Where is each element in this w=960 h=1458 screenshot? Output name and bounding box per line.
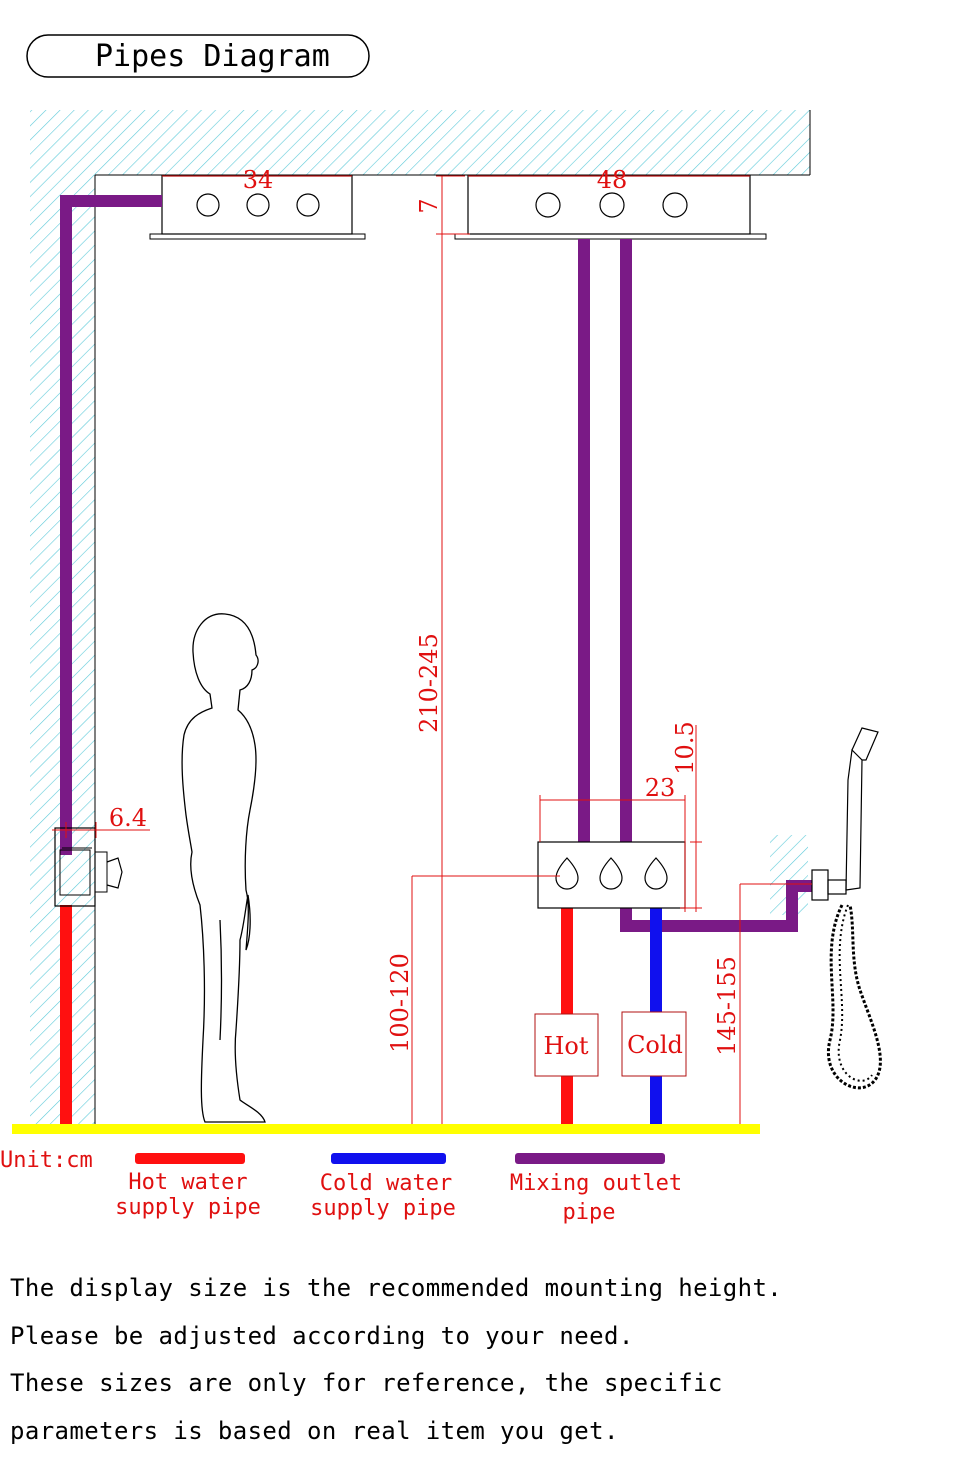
legend-hot-line2: supply pipe xyxy=(115,1195,261,1220)
dim-valve-offset: 6.4 xyxy=(109,804,147,832)
legend-hot-line1: Hot water xyxy=(128,1170,247,1195)
hot-label: Hot xyxy=(543,1032,588,1060)
floor-line xyxy=(12,1124,760,1134)
dim-box-depth: 10.5 xyxy=(671,721,699,774)
note-line: Please be adjusted according to your nee… xyxy=(10,1316,955,1364)
legend-hot: Hot water supply pipe xyxy=(115,1153,261,1220)
dim-ceiling-gap: 7 xyxy=(415,198,443,213)
diagram-title: Pipes Diagram xyxy=(95,39,330,74)
cold-label: Cold xyxy=(627,1031,683,1059)
notes: The display size is the recommended moun… xyxy=(10,1268,955,1458)
mixing-pipes xyxy=(60,195,812,932)
wall-structure xyxy=(30,110,810,1125)
title-box: Pipes Diagram xyxy=(27,35,369,77)
note-line: The display size is the recommended moun… xyxy=(10,1268,955,1316)
hand-shower xyxy=(812,728,880,1088)
human-figure xyxy=(182,614,265,1122)
dim-handshower-height: 145-155 xyxy=(713,956,741,1056)
dim-box-width: 23 xyxy=(645,774,676,802)
dim-valve-height: 100-120 xyxy=(386,953,414,1053)
legend-mix-line1: Mixing outlet xyxy=(510,1171,682,1196)
legend-cold-line2: supply pipe xyxy=(310,1196,456,1221)
unit-label: Unit:cm xyxy=(0,1148,93,1173)
dim-head-height: 210-245 xyxy=(415,633,443,733)
dim-right-width: 48 xyxy=(597,166,628,194)
legend: Hot water supply pipe Cold water supply … xyxy=(115,1153,682,1225)
pipes-diagram: Pipes Diagram xyxy=(0,0,960,1250)
legend-cold: Cold water supply pipe xyxy=(310,1153,456,1221)
hot-label-box: Hot xyxy=(535,1014,598,1076)
cold-label-box: Cold xyxy=(622,1012,686,1076)
legend-cold-line1: Cold water xyxy=(320,1171,452,1196)
dim-left-width: 34 xyxy=(243,166,274,194)
hot-supply-pipes xyxy=(60,905,573,1125)
note-line: These sizes are only for reference, the … xyxy=(10,1363,955,1411)
legend-mix: Mixing outlet pipe xyxy=(510,1153,682,1225)
mixer-box xyxy=(538,842,685,908)
legend-mix-line2: pipe xyxy=(563,1200,616,1225)
